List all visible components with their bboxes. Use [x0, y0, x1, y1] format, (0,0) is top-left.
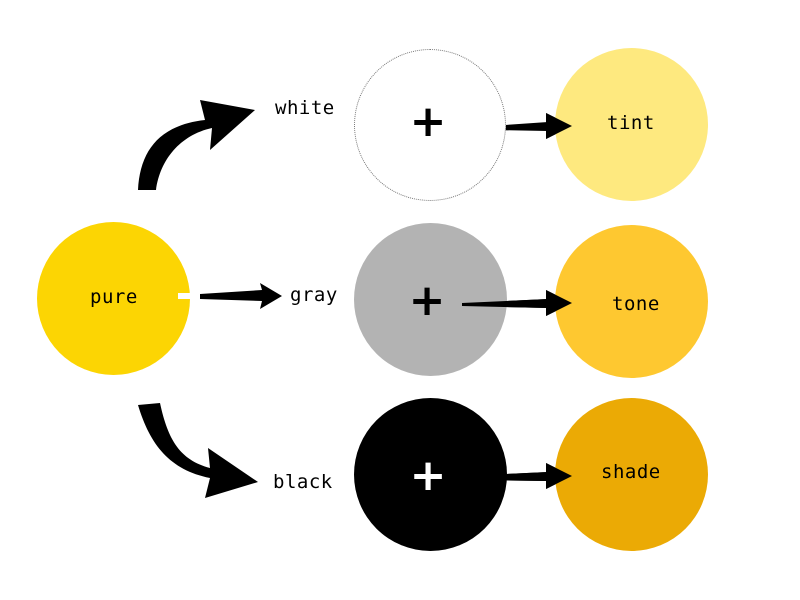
- plus-sign-gray: +: [408, 275, 446, 326]
- black-label: black: [273, 471, 333, 493]
- tone-label: tone: [612, 293, 660, 315]
- pure-color-circle: [37, 222, 190, 375]
- arrow-gap: [178, 293, 192, 299]
- curved-arrow-to-black: [138, 403, 258, 498]
- plus-sign-black: +: [409, 450, 447, 501]
- plus-sign-white: +: [409, 96, 447, 147]
- tone-circle: [555, 225, 708, 378]
- white-mixer-circle: [354, 49, 506, 201]
- arrow-to-gray: [200, 283, 282, 309]
- curved-arrow-to-white: [138, 100, 255, 190]
- tint-circle: [555, 48, 708, 201]
- gray-label: gray: [290, 284, 338, 306]
- white-label: white: [275, 97, 335, 119]
- tint-label: tint: [607, 112, 655, 134]
- shade-label: shade: [601, 461, 661, 483]
- pure-label: pure: [90, 286, 138, 308]
- shade-circle: [555, 398, 708, 551]
